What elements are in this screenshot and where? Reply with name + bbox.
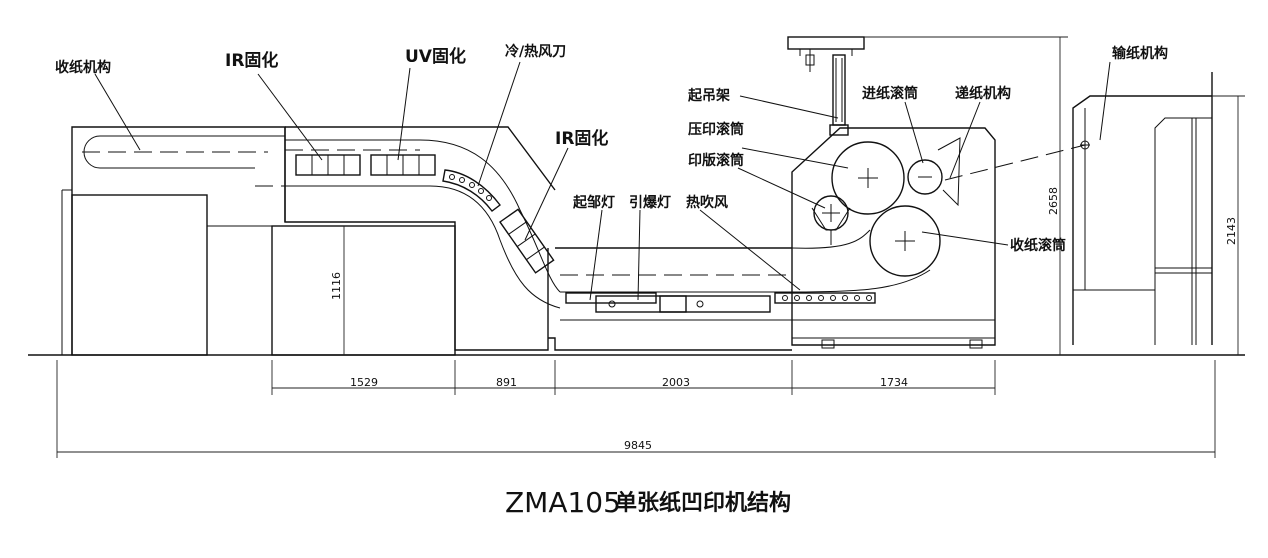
feed-cylinder	[907, 159, 943, 195]
dim-1116: 1116	[330, 272, 343, 300]
label-ignite-lamp: 引爆灯	[629, 194, 671, 211]
crane-hoist	[787, 36, 865, 136]
title-model: ZMA105	[505, 486, 621, 519]
component-labels: 收纸机构 IR固化 UV固化 冷/热风刀 IR固化 起吊架 进纸滚筒 递纸机构 …	[55, 43, 1168, 254]
dim-2003: 2003	[662, 376, 690, 389]
air-knife-nozzles	[442, 169, 501, 212]
transfer-section	[548, 247, 876, 351]
label-ir-curing-1: IR固化	[225, 50, 278, 71]
label-start-lamp: 起邹灯	[572, 194, 615, 211]
feeder-unit	[1072, 72, 1213, 345]
dim-1734: 1734	[880, 376, 908, 389]
dim-9845: 9845	[624, 439, 652, 452]
delivery-cylinder	[869, 205, 941, 277]
uv-lamp-box	[370, 154, 436, 176]
impression-cylinder	[831, 141, 905, 215]
label-plate-cylinder: 印版滚筒	[688, 152, 744, 169]
label-delivery: 收纸机构	[55, 59, 111, 76]
label-feeder: 输纸机构	[1112, 45, 1168, 62]
title-name: 单张纸凹印机结构	[615, 490, 791, 516]
dim-891: 891	[496, 376, 517, 389]
ir-lamp-box-2	[499, 208, 555, 274]
hot-air-nozzles	[774, 292, 876, 304]
ir-lamp-box-1	[295, 154, 361, 176]
label-feed-cylinder: 进纸滚筒	[862, 85, 918, 102]
leader-lines	[94, 61, 1111, 301]
label-hot-air: 热吹风	[686, 194, 728, 211]
dimension-labels: 1529 891 2003 1734 9845 1116 2658 2143	[330, 187, 1238, 452]
printing-unit	[787, 36, 1090, 349]
label-crane: 起吊架	[687, 87, 730, 104]
label-ir-curing-2: IR固化	[555, 128, 608, 149]
label-air-knife: 冷/热风刀	[505, 43, 566, 60]
diagram-title: ZMA105 单张纸凹印机结构	[505, 486, 791, 519]
delivery-unit	[61, 126, 286, 356]
dim-2143: 2143	[1225, 217, 1238, 245]
curing-unit	[271, 126, 561, 356]
label-impression-cylinder: 压印滚筒	[688, 121, 744, 138]
dimension-lines	[56, 36, 1245, 458]
transfer-mechanism	[937, 137, 1090, 207]
label-uv-curing: UV固化	[405, 46, 466, 67]
plate-cylinder	[811, 195, 851, 245]
dim-1529: 1529	[350, 376, 378, 389]
label-delivery-cylinder: 收纸滚筒	[1010, 237, 1066, 254]
label-transfer: 递纸机构	[955, 85, 1011, 102]
dim-2658: 2658	[1047, 187, 1060, 215]
